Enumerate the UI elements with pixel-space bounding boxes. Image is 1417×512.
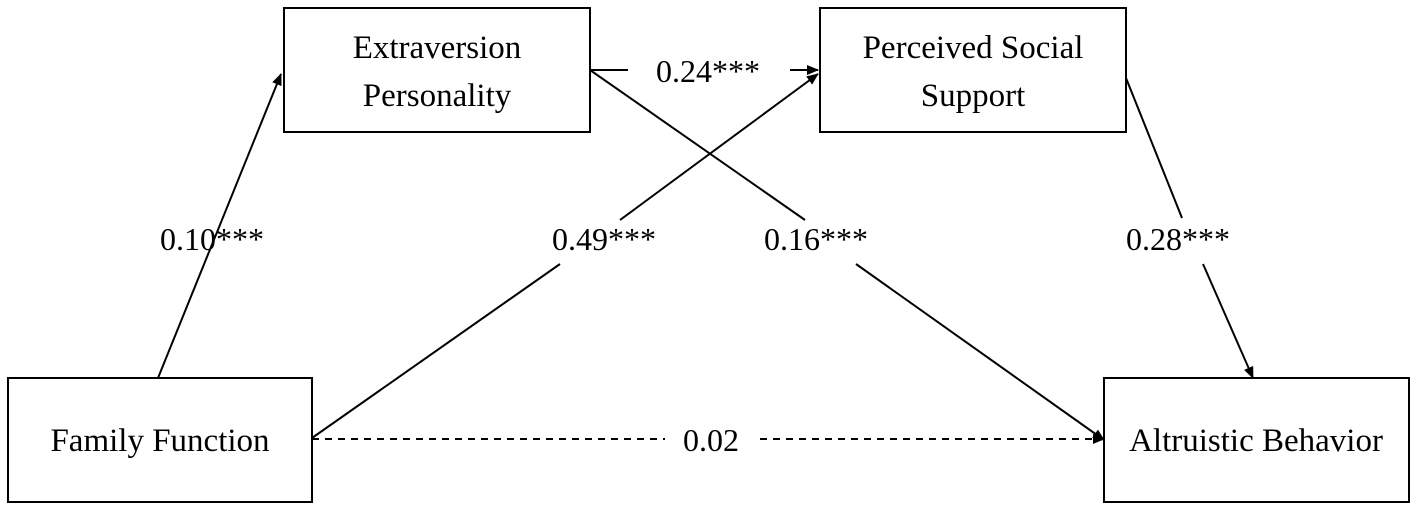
coef-support-to-altruism: 0.28*** [1126,221,1230,257]
node-family-function-label: Family Function [50,423,269,459]
node-family-function: Family Function [7,377,313,503]
node-perceived-social-support: Perceived Social Support [819,7,1127,133]
path-family-to-support-lower [311,263,561,439]
path-support-to-altruism-lower [1202,263,1254,379]
node-social-support-line2: Support [921,78,1026,114]
coef-family-to-support: 0.49*** [552,221,656,257]
coef-extraversion-to-support: 0.24*** [656,53,760,89]
path-family-to-support-upper [619,73,819,221]
node-social-support-line1: Perceived Social [863,30,1084,66]
path-support-to-altruism-upper [1125,77,1183,219]
node-altruistic-behavior-label: Altruistic Behavior [1129,423,1383,459]
path-extraversion-to-altruism-upper [589,69,806,221]
path-extraversion-to-altruism-lower [855,263,1105,441]
coef-family-to-altruism: 0.02 [683,422,739,458]
node-extraversion-line2: Personality [363,78,512,114]
node-altruistic-behavior: Altruistic Behavior [1103,377,1410,503]
coef-family-to-extraversion: 0.10*** [160,221,264,257]
node-extraversion-personality: Extraversion Personality [283,7,591,133]
path-family-to-extraversion [157,73,282,379]
coef-extraversion-to-altruism: 0.16*** [764,221,868,257]
node-extraversion-line1: Extraversion [353,30,522,66]
